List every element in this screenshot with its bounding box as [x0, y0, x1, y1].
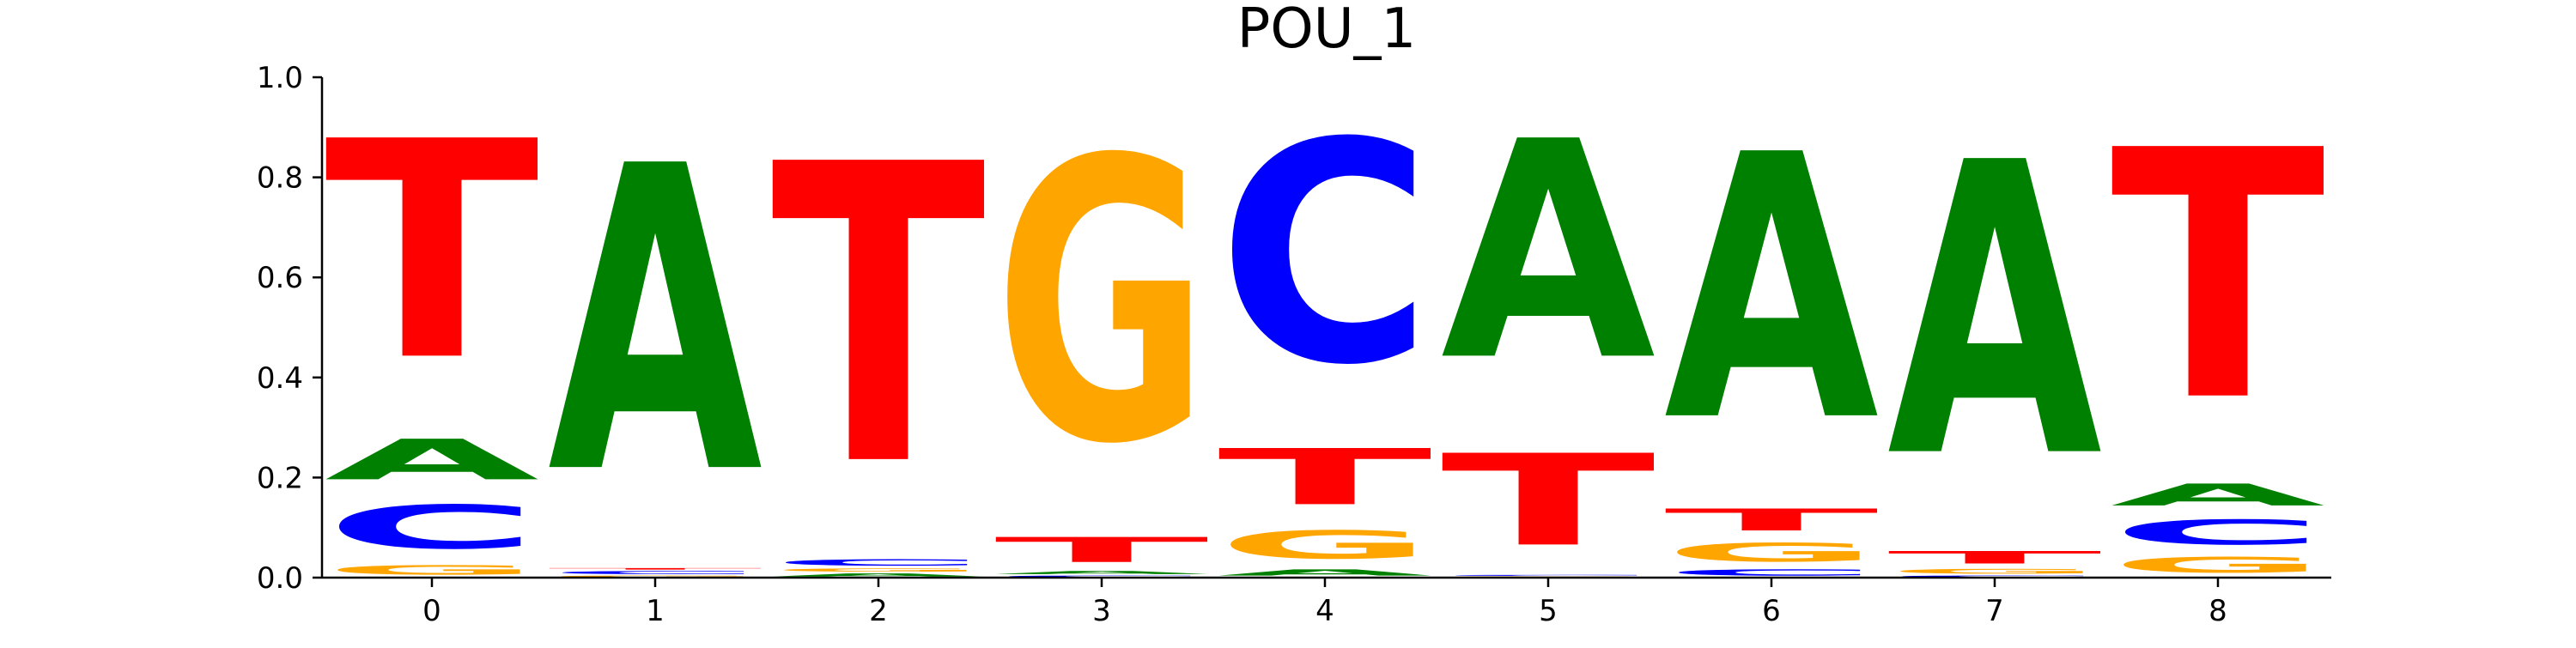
letters-layer: GCATGCTAAGCTCATGAGTCGCTACGTACGTAGCAT — [325, 77, 2327, 578]
logo-letter-c: C — [548, 570, 762, 575]
x-tick-label: 3 — [1092, 594, 1111, 628]
x-tick-label: 5 — [1539, 594, 1558, 628]
logo-letter-c: C — [1441, 575, 1656, 577]
x-tick-label: 7 — [1985, 594, 2004, 628]
logo-letter-c: C — [325, 493, 539, 562]
logo-letter-t: T — [2111, 79, 2327, 476]
logo-letter-g: G — [1218, 523, 1432, 567]
logo-letter-a: A — [1664, 77, 1880, 501]
logo-letter-t: T — [325, 79, 541, 427]
logo-letter-c: C — [1664, 567, 1879, 578]
y-tick-label: 1.0 — [257, 61, 303, 95]
x-tick-label: 4 — [1315, 594, 1334, 628]
logo-letter-a: A — [1887, 78, 2104, 546]
logo-letter-t: T — [1887, 548, 2104, 567]
logo-letter-a: A — [1441, 79, 1657, 427]
x-tick-label: 0 — [422, 594, 441, 628]
y-tick-label: 0.6 — [257, 261, 303, 295]
logo-letter-c: C — [994, 575, 1209, 578]
logo-letter-a: A — [994, 570, 1209, 575]
logo-letter-c: C — [771, 558, 986, 568]
x-tick-label: 8 — [2208, 594, 2227, 628]
logo-letter-t: T — [1218, 433, 1434, 523]
chart-title: POU_1 — [1237, 0, 1417, 61]
logo-letter-g: G — [2111, 553, 2325, 578]
x-tick-label: 1 — [646, 594, 665, 628]
logo-letter-t: T — [994, 530, 1211, 570]
logo-letter-g: G — [1887, 567, 2102, 575]
axes-layer: 0.0 0.2 0.4 0.6 0.8 1.0 0 1 2 3 4 5 6 7 8 — [257, 61, 2331, 628]
logo-letter-t: T — [548, 567, 764, 570]
logo-letter-c: C — [1218, 78, 1432, 432]
x-tick-label: 6 — [1762, 594, 1781, 628]
logo-letter-t: T — [1664, 503, 1880, 538]
logo-letter-a: A — [2111, 478, 2325, 513]
logo-letter-c: C — [1887, 575, 2102, 578]
logo-letter-g: G — [548, 575, 762, 578]
y-tick-label: 0.8 — [257, 161, 303, 196]
logo-letter-a: A — [1218, 567, 1432, 578]
logo-letter-g: G — [994, 78, 1209, 529]
logo-letter-a: A — [325, 427, 539, 492]
logo-letter-g: G — [771, 567, 986, 572]
y-tick-label: 0.0 — [257, 561, 303, 596]
logo-letter-g: G — [325, 563, 539, 578]
y-tick-label: 0.4 — [257, 361, 303, 396]
logo-letter-t: T — [1441, 427, 1657, 574]
logo-letter-c: C — [2111, 512, 2325, 552]
y-tick-label: 0.2 — [257, 461, 303, 495]
logo-letter-a: A — [548, 78, 764, 566]
x-tick-label: 2 — [869, 594, 888, 628]
logo-letter-a: A — [771, 572, 986, 578]
logo-letter-g: G — [1664, 538, 1879, 568]
logo-letter-t: T — [771, 78, 987, 556]
